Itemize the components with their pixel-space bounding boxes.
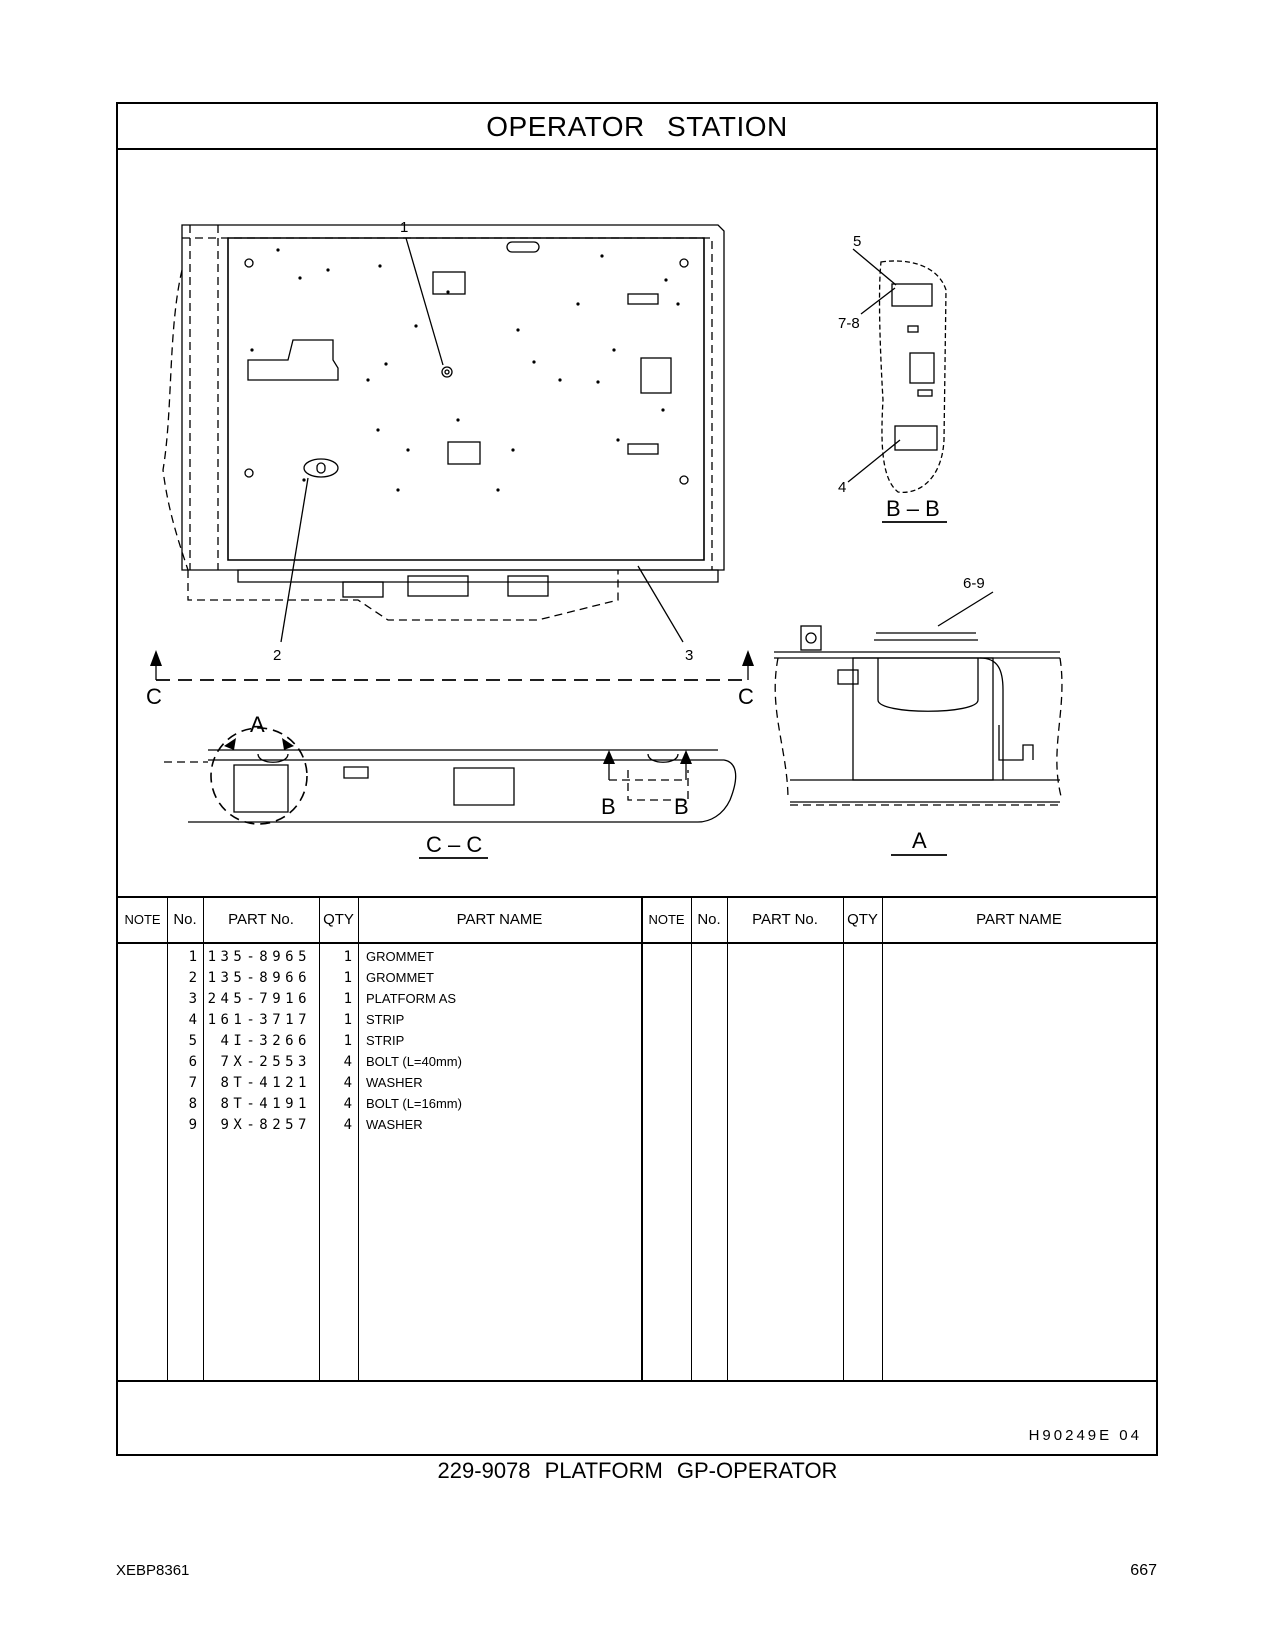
row-quantity: 1	[343, 1012, 352, 1028]
row-part-name: STRIP	[366, 1033, 405, 1048]
section-arrow-b-left: B	[601, 794, 616, 819]
row-quantity: 1	[343, 1033, 352, 1049]
row-quantity: 4	[343, 1075, 352, 1091]
view-label-cc: C – C	[426, 832, 482, 857]
row-part-number: 7X-2553	[220, 1054, 311, 1070]
section-title: OPERATOR STATION	[118, 104, 1156, 150]
parts-table: NOTE No. PART No. QTY PART NAME NOTE No.…	[118, 896, 1156, 1382]
row-part-number: 4I-3266	[220, 1033, 311, 1049]
row-part-name: GROMMET	[366, 970, 434, 985]
row-part-name: STRIP	[366, 1012, 405, 1027]
row-number: 7	[188, 1075, 197, 1091]
row-part-name: WASHER	[366, 1075, 423, 1090]
header-part-name-2: PART NAME	[976, 911, 1062, 928]
row-part-name: PLATFORM AS	[366, 991, 457, 1006]
header-note-2: NOTE	[648, 912, 685, 927]
group-caption: 229-9078 PLATFORM GP-OPERATOR	[437, 1458, 838, 1483]
page-number: 667	[1130, 1562, 1157, 1579]
row-number: 6	[188, 1054, 197, 1070]
row-quantity: 1	[343, 970, 352, 986]
callout-2: 2	[273, 647, 281, 664]
illustration-code: H90249E 04	[1028, 1427, 1142, 1444]
detail-arrow-a: A	[250, 712, 265, 737]
row-part-name: BOLT (L=40mm)	[366, 1054, 462, 1069]
row-part-name: GROMMET	[366, 949, 434, 964]
header-part-name: PART NAME	[456, 911, 543, 928]
row-quantity: 1	[343, 991, 352, 1007]
view-label-bb: B – B	[886, 496, 940, 521]
row-quantity: 4	[343, 1117, 352, 1133]
row-number: 4	[188, 1012, 197, 1028]
row-part-number: 161-3717	[207, 1012, 311, 1028]
section-arrow-c-right: C	[738, 684, 754, 709]
header-no-2: No.	[697, 911, 721, 928]
parts-frame: OPERATOR STATION	[116, 102, 1158, 1456]
callout-5: 5	[853, 233, 861, 250]
view-label-a: A	[912, 828, 927, 853]
callout-7-8: 7-8	[838, 315, 860, 332]
document-id: XEBP8361	[116, 1562, 190, 1579]
exploded-view-drawing: 1 2 3 4 5 7-8 6-9 B – B C – C A C C A B …	[146, 219, 1063, 859]
row-part-number: 245-7916	[207, 991, 311, 1007]
header-part-no-2: PART No.	[752, 911, 818, 928]
row-part-number: 8T-4191	[220, 1096, 311, 1112]
row-part-name: WASHER	[366, 1117, 423, 1132]
callout-4: 4	[838, 479, 846, 496]
row-number: 9	[188, 1117, 197, 1133]
header-no: No.	[173, 911, 197, 928]
section-arrow-c-left: C	[146, 684, 162, 709]
header-part-no: PART No.	[228, 911, 294, 928]
row-quantity: 1	[343, 949, 352, 965]
callout-6-9: 6-9	[963, 575, 985, 592]
row-part-number: 8T-4121	[220, 1075, 311, 1091]
header-note: NOTE	[124, 912, 161, 927]
row-number: 5	[188, 1033, 197, 1049]
row-part-name: BOLT (L=16mm)	[366, 1096, 462, 1111]
row-number: 8	[188, 1096, 197, 1112]
callout-1: 1	[400, 219, 408, 236]
row-number: 2	[188, 970, 197, 986]
header-qty: QTY	[323, 911, 354, 928]
section-arrow-b-right: B	[674, 794, 689, 819]
row-part-number: 135-8965	[207, 949, 311, 965]
callout-3: 3	[685, 647, 693, 664]
row-number: 3	[188, 991, 197, 1007]
row-quantity: 4	[343, 1096, 352, 1112]
row-part-number: 9X-8257	[220, 1117, 311, 1133]
row-quantity: 4	[343, 1054, 352, 1070]
row-number: 1	[188, 949, 197, 965]
row-part-number: 135-8966	[207, 970, 311, 986]
header-qty-2: QTY	[847, 911, 878, 928]
